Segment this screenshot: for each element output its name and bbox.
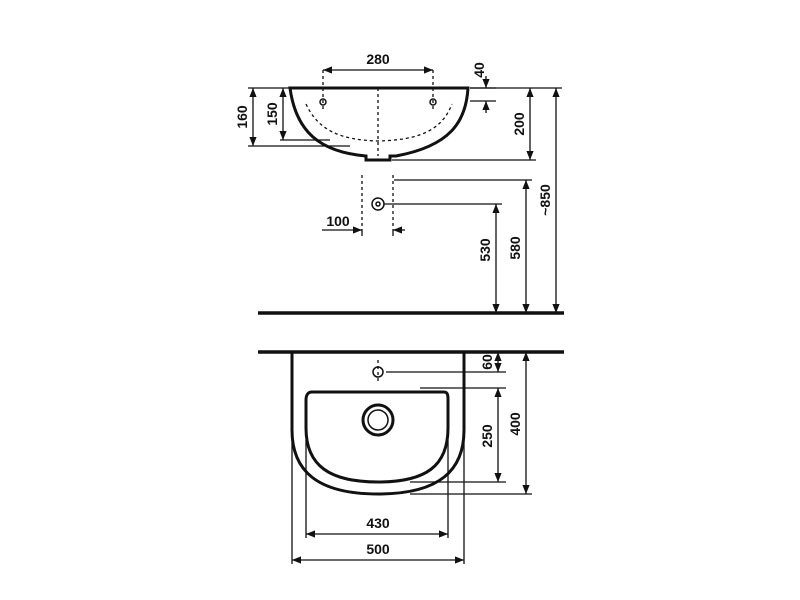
dim-430-label: 430: [366, 515, 390, 531]
waste-outlet-inner: [375, 201, 381, 207]
dim-100-label: 100: [326, 213, 350, 229]
dim-530-label: 530: [477, 238, 493, 262]
waste-outlet-icon: [371, 197, 385, 211]
basin-plan-outline: [290, 352, 466, 496]
dim-60-label: 60: [479, 354, 495, 370]
basin-inner-dashed: [305, 103, 453, 142]
tap-hole-right: [429, 98, 437, 106]
basin-side-outline: [288, 86, 470, 162]
dim-850-label: ~850: [537, 184, 553, 216]
tap-hole-left: [319, 98, 327, 106]
dim-400-label: 400: [507, 412, 523, 436]
side-view: 280 40 160 150 200 ~850 580 530: [234, 51, 564, 315]
drain-inner-icon: [367, 409, 389, 431]
dim-160-label: 160: [234, 105, 250, 129]
drain-outer-icon: [361, 403, 395, 437]
dim-40-label: 40: [471, 62, 487, 78]
dim-250-label: 250: [479, 424, 495, 448]
top-view: 60 250 400 430 500: [258, 350, 564, 564]
dim-280-label: 280: [366, 51, 390, 67]
dim-500-label: 500: [366, 541, 390, 557]
bowl-inner-outline: [304, 390, 450, 484]
dim-150-label: 150: [264, 102, 280, 126]
dim-580-label: 580: [507, 236, 523, 260]
dim-200-label: 200: [511, 112, 527, 136]
